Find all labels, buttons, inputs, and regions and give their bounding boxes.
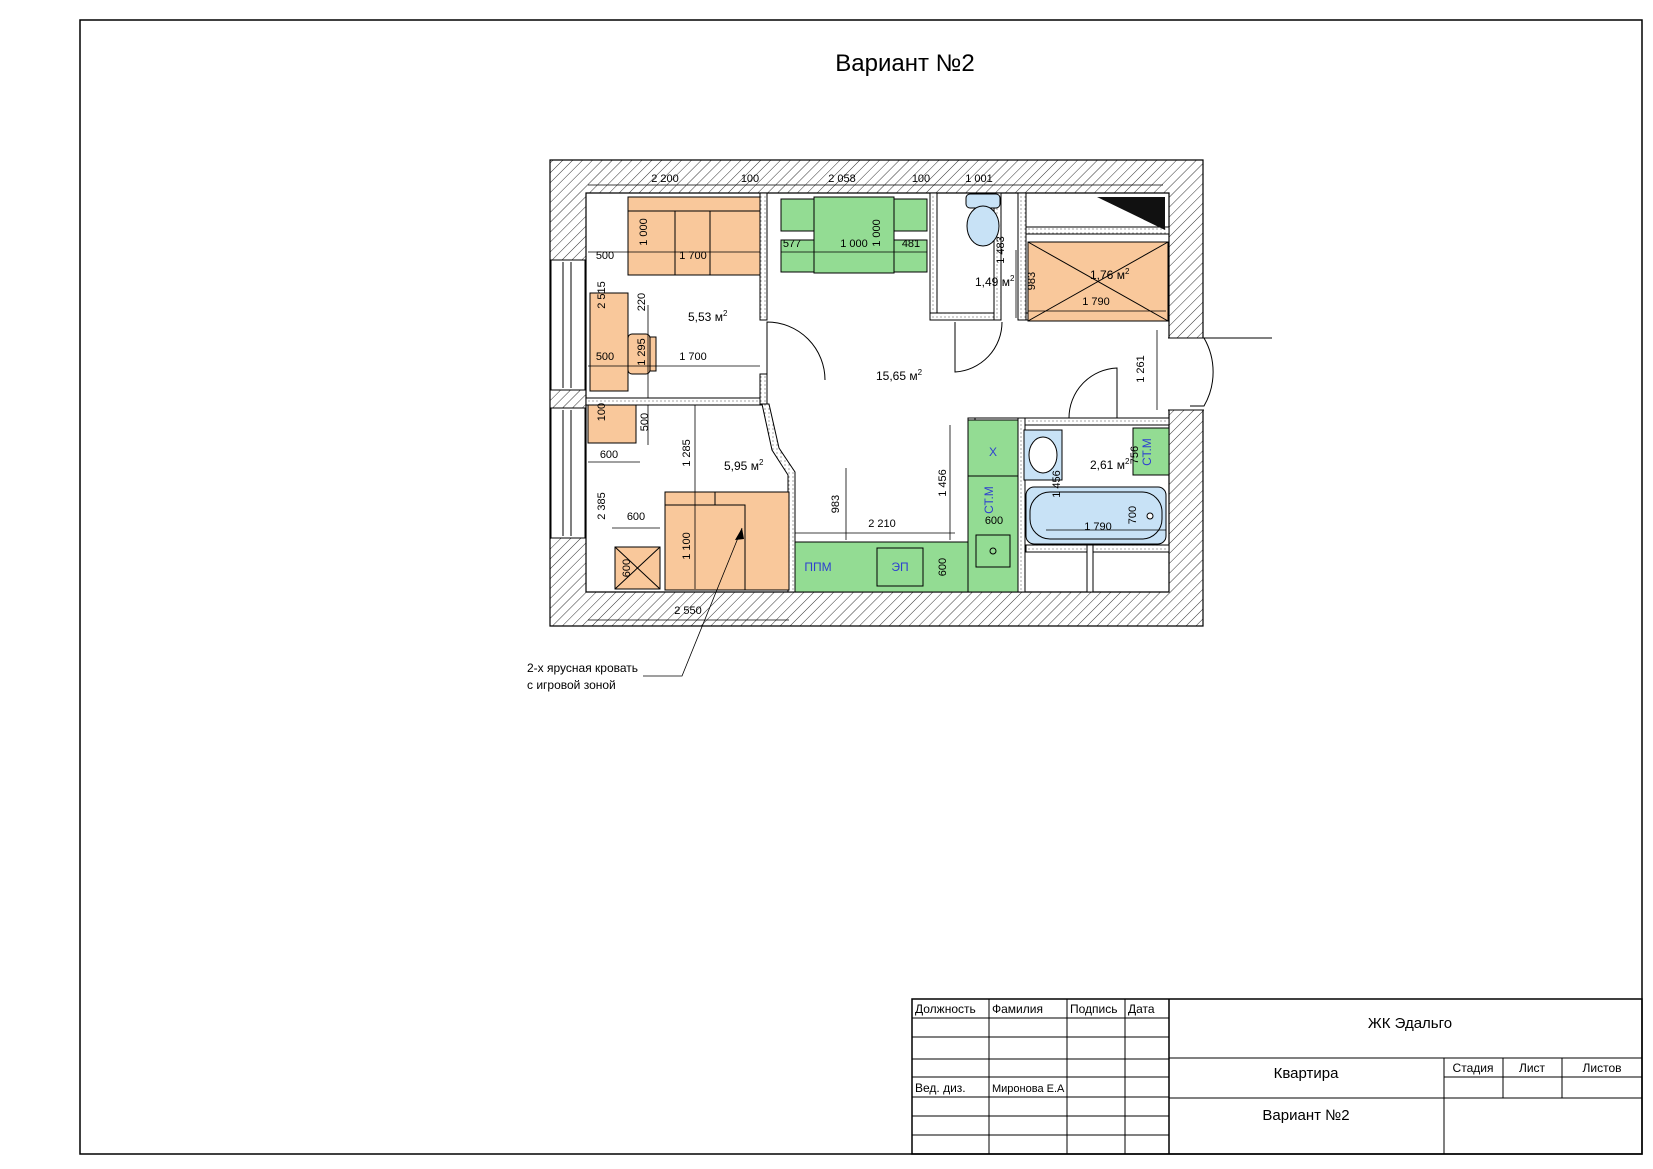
bunk-bed-bedroom-2 xyxy=(664,491,790,591)
dim-top-1001: 1 001 xyxy=(965,173,993,185)
area-toilet: 1,49 м2 xyxy=(975,274,1015,289)
label-cooktop: ЭП xyxy=(891,560,908,574)
dim-kitchen-983: 983 xyxy=(830,495,842,513)
dim-hall-1261: 1 261 xyxy=(1135,355,1147,383)
area-closet: 1,76 м2 xyxy=(1090,267,1130,282)
dim-dining-481: 481 xyxy=(902,238,920,250)
dim-220: 220 xyxy=(636,293,648,311)
callout-arrowhead xyxy=(735,528,744,540)
bed-bedroom-1 xyxy=(627,196,761,276)
doors xyxy=(766,321,1272,419)
tb-sheet-name: Вариант №2 xyxy=(1262,1107,1349,1124)
dim-bottom-2550: 2 550 xyxy=(674,605,702,617)
dim-1285: 1 285 xyxy=(681,439,693,467)
tb-row-role: Вед. диз. xyxy=(915,1081,966,1095)
tb-row-person: Миронова Е.А xyxy=(992,1083,1065,1095)
label-washer-kitchen: СТ.М xyxy=(982,486,996,514)
callout-line-1: 2-х ярусная кровать xyxy=(527,661,638,675)
bathroom-fixtures xyxy=(1023,427,1170,545)
toilet xyxy=(965,193,1001,247)
dim-bed-1700: 1 700 xyxy=(679,250,707,262)
dim-top-100b: 100 xyxy=(912,173,930,185)
closet-corner xyxy=(1097,197,1165,230)
closet-box xyxy=(1027,241,1169,322)
tb-object: Квартира xyxy=(1274,1065,1339,1082)
dim-bath-700: 700 xyxy=(1127,506,1139,524)
area-bedroom-2: 5,95 м2 xyxy=(724,458,764,473)
window-left-upper xyxy=(550,259,586,391)
dim-bath-600: 600 xyxy=(985,515,1003,527)
entrance-opening xyxy=(1168,338,1204,410)
title-block xyxy=(911,998,1643,1155)
dim-dining-1000a: 1 000 xyxy=(840,238,868,250)
title-block-text: Должность Фамилия Подпись Дата Вед. диз.… xyxy=(915,1002,1622,1124)
label-fridge: Х xyxy=(989,445,997,459)
dim-desk-1700: 1 700 xyxy=(679,351,707,363)
dim-kitchen-1456: 1 456 xyxy=(937,469,949,497)
dim-top-100a: 100 xyxy=(741,173,759,185)
tb-col-name: Фамилия xyxy=(992,1002,1043,1016)
dim-desk-500: 500 xyxy=(596,351,614,363)
dim-bath-756: 756 xyxy=(1129,446,1141,464)
dim-500: 500 xyxy=(639,413,651,431)
dim-100: 100 xyxy=(596,403,608,421)
dim-600c: 600 xyxy=(621,559,633,577)
sheet-title: Вариант №2 xyxy=(835,50,974,77)
tb-col-sign: Подпись xyxy=(1070,1002,1118,1016)
kitchen-counter xyxy=(794,419,1019,593)
floor-plan xyxy=(549,159,1272,677)
dim-1100: 1 100 xyxy=(681,532,693,560)
tb-sheets: Листов xyxy=(1583,1061,1622,1075)
dim-left-500a: 500 xyxy=(596,250,614,262)
dim-600b: 600 xyxy=(627,511,645,523)
area-bedroom-1: 5,53 м2 xyxy=(688,309,728,324)
dim-bath-1456: 1 456 xyxy=(1051,470,1063,498)
dim-600a: 600 xyxy=(600,449,618,461)
tb-sheet: Лист xyxy=(1519,1061,1546,1075)
dim-closet-983: 983 xyxy=(1026,272,1038,290)
dim-top-2200: 2 200 xyxy=(651,173,679,185)
dim-top-2058: 2 058 xyxy=(828,173,856,185)
window-left-lower xyxy=(550,407,586,539)
room-labels: 5,53 м2 5,95 м2 15,65 м2 1,49 м2 1,76 м2… xyxy=(688,267,1130,473)
external-walls xyxy=(549,159,1204,627)
tb-stage: Стадия xyxy=(1453,1061,1494,1075)
toy-box-bedroom-2 xyxy=(614,546,661,590)
dim-bed-1000: 1 000 xyxy=(638,218,650,246)
dimension-lines xyxy=(588,184,1166,621)
tb-col-date: Дата xyxy=(1128,1002,1155,1016)
dim-wc-1483: 1 483 xyxy=(995,236,1007,264)
dim-2385: 2 385 xyxy=(596,492,608,520)
callout-line-2: с игровой зоной xyxy=(527,678,616,692)
dining-table xyxy=(780,196,928,274)
dim-kitchen-2210: 2 210 xyxy=(868,518,896,530)
dim-2515: 2 515 xyxy=(596,281,608,309)
dim-dining-577: 577 xyxy=(783,238,801,250)
dim-bath-1790: 1 790 xyxy=(1084,521,1112,533)
tb-project: ЖК Эдальго xyxy=(1368,1015,1452,1032)
area-bathroom: 2,61 м2 xyxy=(1090,457,1130,472)
wardrobe-bedroom-2 xyxy=(587,404,637,444)
area-living: 15,65 м2 xyxy=(876,368,923,383)
dim-desk-1295: 1 295 xyxy=(636,338,648,366)
dim-closet-1790: 1 790 xyxy=(1082,296,1110,308)
dim-kitchen-600: 600 xyxy=(937,558,949,576)
desk-bedroom-1 xyxy=(589,292,657,392)
sheet-frame xyxy=(79,19,1643,1155)
callout-leader xyxy=(643,527,743,677)
dimension-texts: 2 200 100 2 058 100 1 001 1 000 1 700 50… xyxy=(596,173,1147,617)
label-washer-bath: СТ.М xyxy=(1140,438,1154,466)
appliance-labels: ППМ ЭП Х СТ.М СТ.М xyxy=(804,438,1154,574)
tb-col-position: Должность xyxy=(915,1002,976,1016)
label-dishwasher: ППМ xyxy=(804,560,831,574)
dim-dining-1000b: 1 000 xyxy=(871,219,883,247)
